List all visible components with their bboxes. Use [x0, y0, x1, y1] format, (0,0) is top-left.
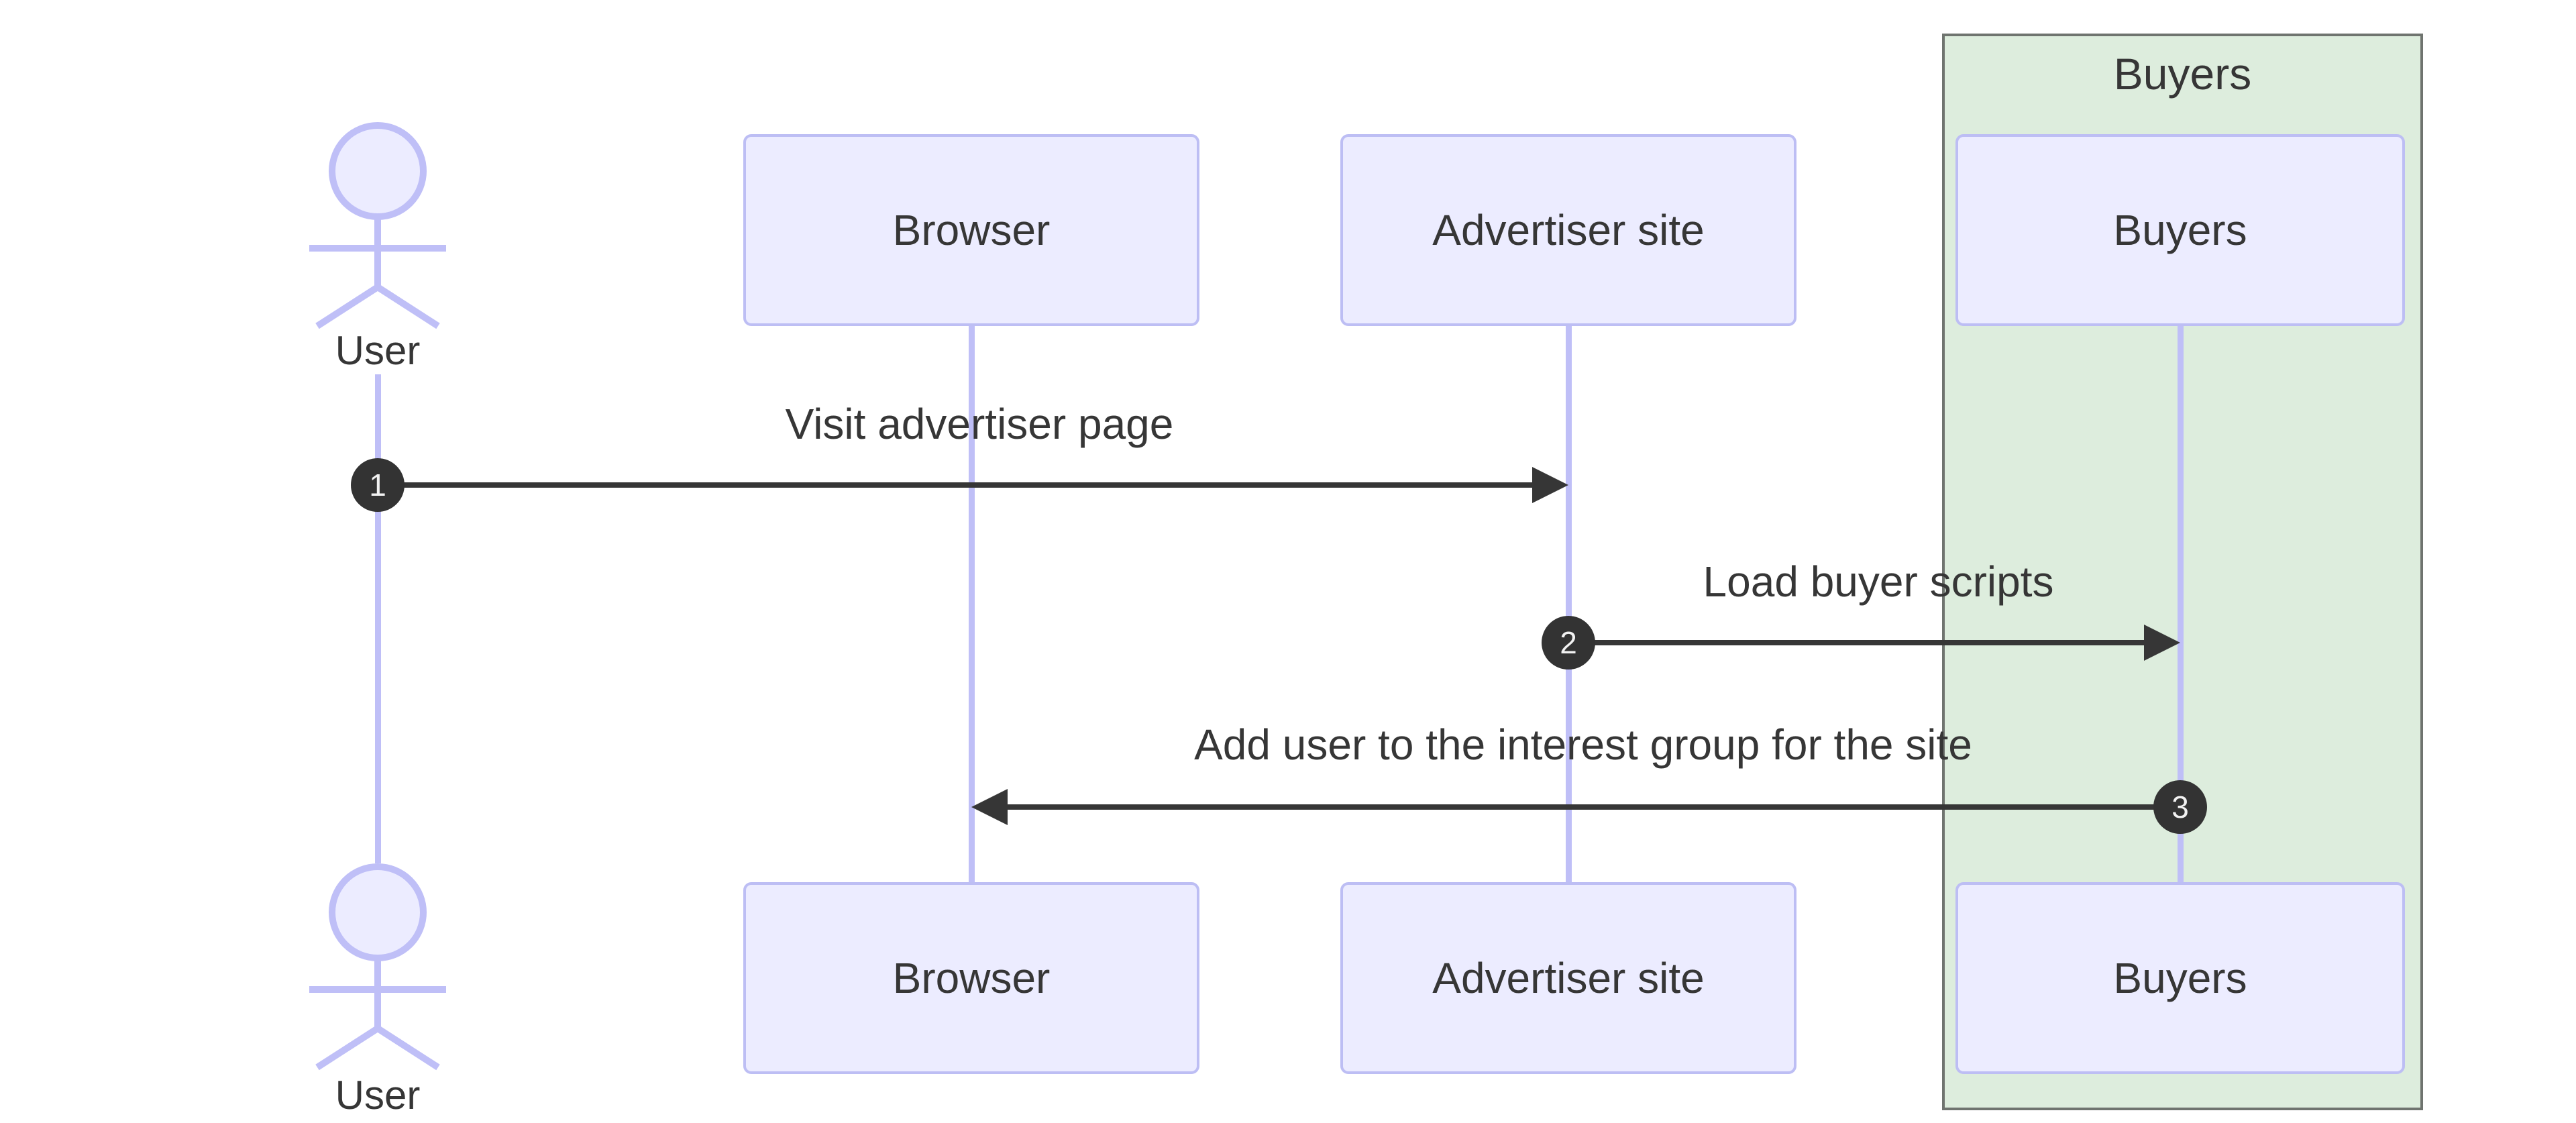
message-2-line: [1568, 640, 2148, 645]
participant-box-browser-bottom: Browser: [743, 882, 1199, 1074]
message-3-label: Add user to the interest group for the s…: [1194, 720, 1972, 769]
message-3-line: [1004, 804, 2180, 810]
sequence-number: 1: [369, 468, 386, 502]
participant-label: Browser: [892, 206, 1051, 254]
arrowhead-right-icon: [2144, 625, 2180, 661]
group-title: Buyers: [2113, 49, 2252, 99]
participant-label: Browser: [892, 954, 1051, 1002]
participant-box-advertiser-site-top: Advertiser site: [1340, 134, 1796, 326]
lifeline-buyers: [2178, 326, 2184, 882]
message-1-label: Visit advertiser page: [785, 400, 1174, 448]
message-1-line: [378, 482, 1536, 488]
sequence-number-badge: 1: [351, 458, 405, 512]
lifeline-user: [375, 374, 381, 863]
participant-label: Advertiser site: [1432, 206, 1705, 254]
participant-box-buyers-bottom: Buyers: [1955, 882, 2405, 1074]
user-actor-icon: [309, 863, 446, 1071]
participant-box-advertiser-site-bottom: Advertiser site: [1340, 882, 1796, 1074]
arrowhead-left-icon: [971, 789, 1008, 825]
sequence-number: 3: [2171, 790, 2189, 824]
participant-box-browser-top: Browser: [743, 134, 1199, 326]
lifeline-advertiser-site: [1566, 326, 1572, 882]
participant-label: Buyers: [2113, 954, 2247, 1002]
participant-box-buyers-top: Buyers: [1955, 134, 2405, 326]
sequence-number: 2: [1560, 625, 1577, 660]
message-2-label: Load buyer scripts: [1703, 557, 2054, 606]
lifeline-browser: [969, 326, 975, 882]
actor-label-user-top: User: [335, 328, 421, 373]
sequence-number-badge: 3: [2153, 780, 2207, 834]
user-actor-icon: [309, 122, 446, 329]
participant-label: Buyers: [2113, 206, 2247, 254]
arrowhead-right-icon: [1532, 467, 1568, 503]
sequence-number-badge: 2: [1542, 616, 1595, 670]
participant-label: Advertiser site: [1432, 954, 1705, 1002]
actor-label-user-bottom: User: [335, 1073, 421, 1118]
